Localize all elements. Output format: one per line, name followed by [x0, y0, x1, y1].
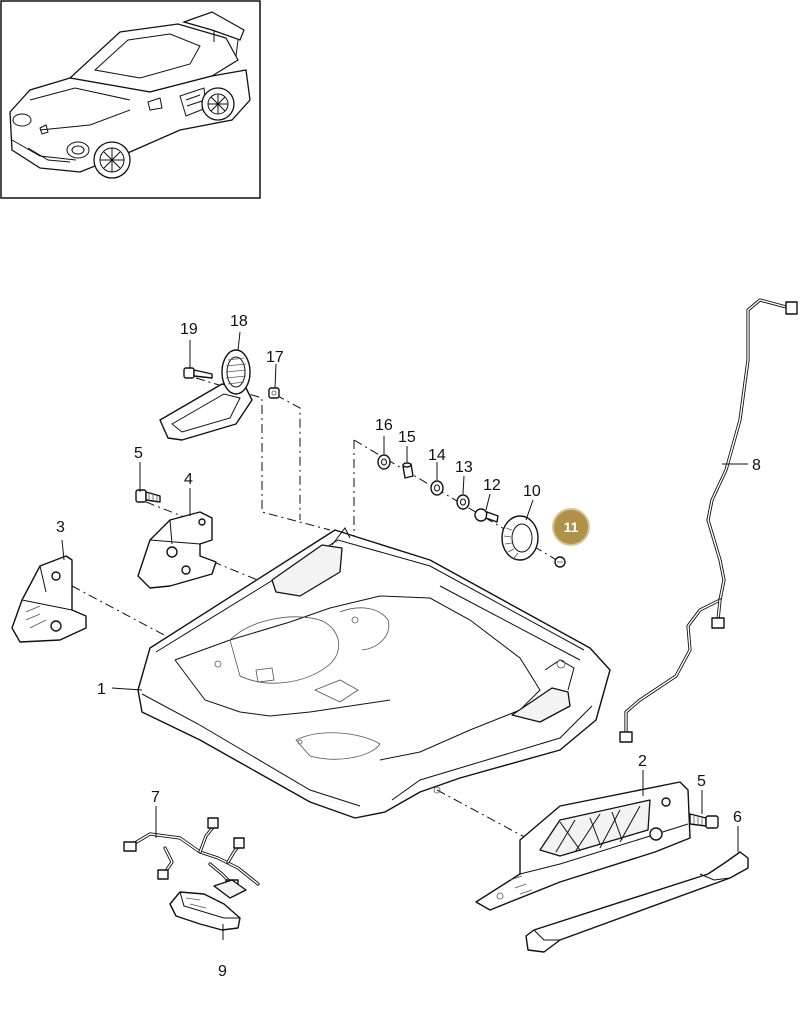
- part-3-left-bracket: [11, 555, 87, 643]
- part-11-screw: [554, 556, 566, 568]
- callout-15[interactable]: 15: [398, 429, 416, 446]
- part-14-washer: [430, 480, 444, 496]
- callout-8[interactable]: 8: [752, 457, 761, 474]
- vehicle-thumbnail: [0, 0, 261, 199]
- part-19-screw: [183, 367, 213, 379]
- callout-16[interactable]: 16: [375, 417, 393, 434]
- part-1-seat-back-shell: [137, 527, 611, 819]
- part-12-bolt: [474, 508, 499, 523]
- part-16-washer: [377, 454, 391, 470]
- callout-10[interactable]: 10: [523, 483, 541, 500]
- callout-1[interactable]: 1: [97, 681, 106, 698]
- callout-12[interactable]: 12: [483, 477, 501, 494]
- callout-14[interactable]: 14: [428, 447, 446, 464]
- part-5-screw-right: [689, 813, 719, 829]
- callout-5-right[interactable]: 5: [697, 773, 706, 790]
- part-13-washer: [456, 494, 470, 510]
- part-4-bracket: [137, 511, 217, 589]
- callout-18[interactable]: 18: [230, 313, 248, 330]
- callout-11-highlighted[interactable]: 11: [552, 508, 590, 546]
- callout-17[interactable]: 17: [266, 349, 284, 366]
- part-9-actuator: [169, 879, 247, 931]
- part-17-screw: [268, 387, 280, 399]
- callout-9[interactable]: 9: [218, 963, 227, 980]
- callout-4[interactable]: 4: [184, 471, 193, 488]
- part-15-spacer: [402, 462, 414, 479]
- highlight-badge: [552, 508, 590, 546]
- callout-13[interactable]: 13: [455, 459, 473, 476]
- callout-7[interactable]: 7: [151, 789, 160, 806]
- callout-labels: 1 2 3 4 5 5 6 7 8 9 10 12 13 14 15 16 17…: [56, 313, 761, 980]
- part-5-screw-left: [135, 489, 161, 503]
- leader-lines: [61, 331, 748, 940]
- part-18-trim-cover: [159, 349, 253, 441]
- callout-2[interactable]: 2: [638, 753, 647, 770]
- part-6-trim-strip: [525, 851, 749, 953]
- part-10-knob: [501, 515, 539, 561]
- part-2-side-bracket: [475, 781, 691, 911]
- part-8-cable: [619, 298, 798, 743]
- car-illustration: [9, 11, 251, 179]
- part-7-wiring-harness: [123, 817, 260, 891]
- callout-3[interactable]: 3: [56, 519, 65, 536]
- callout-19[interactable]: 19: [180, 321, 198, 338]
- callout-6[interactable]: 6: [733, 809, 742, 826]
- callout-11[interactable]: 11: [564, 519, 579, 535]
- callout-5-left[interactable]: 5: [134, 445, 143, 462]
